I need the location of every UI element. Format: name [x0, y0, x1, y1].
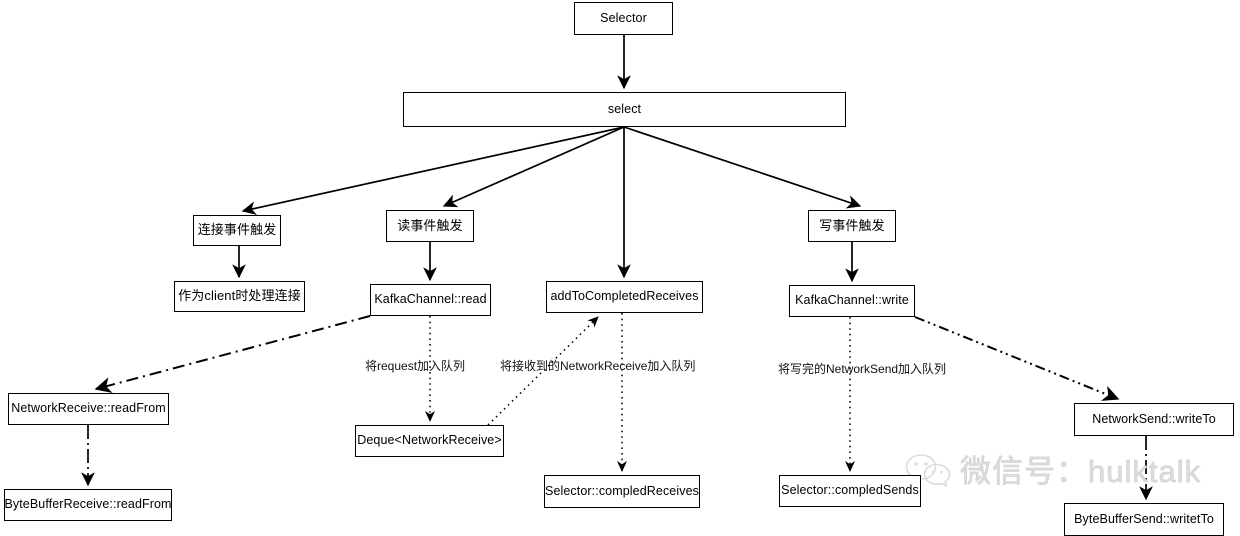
node-nr_readfrom[interactable]: NetworkReceive::readFrom	[8, 393, 169, 425]
edge-kc-read-to-nr-readfrom	[94, 315, 371, 393]
node-write_event[interactable]: 写事件触发	[808, 210, 896, 242]
node-add_completed[interactable]: addToCompletedReceives	[546, 281, 703, 313]
node-conn_event[interactable]: 连接事件触发	[193, 215, 281, 246]
node-deque_nr[interactable]: Deque<NetworkReceive>	[355, 425, 504, 457]
edge-select-to-read-event	[442, 126, 625, 208]
node-bbs_writeto[interactable]: ByteBufferSend::writetTo	[1064, 503, 1224, 536]
node-sel_compled_rcv[interactable]: Selector::compledReceives	[544, 475, 700, 508]
node-bbr_readfrom[interactable]: ByteBufferReceive::readFrom	[4, 489, 172, 521]
edge-label-lbl_written: 将写完的NetworkSend加入队列	[778, 362, 947, 376]
watermark-text: 微信号：hulktalk	[960, 453, 1202, 489]
node-selector[interactable]: Selector	[574, 2, 673, 35]
node-kc_read[interactable]: KafkaChannel::read	[370, 284, 491, 316]
edge-kc-write-to-ns-writeto	[914, 316, 1120, 401]
node-read_event[interactable]: 读事件触发	[386, 210, 474, 242]
edge-label-lbl_request: 将request加入队列	[365, 359, 466, 373]
node-select[interactable]: select	[403, 92, 846, 127]
node-sel_compled_snd[interactable]: Selector::compledSends	[779, 475, 921, 507]
node-client_conn[interactable]: 作为client时处理连接	[174, 281, 305, 312]
edge-select-to-write-event	[623, 126, 862, 209]
node-kc_write[interactable]: KafkaChannel::write	[789, 285, 915, 317]
watermark: 微信号：hulktalk	[905, 452, 1201, 490]
edge-label-lbl_received: 将接收到的NetworkReceive加入队列	[500, 359, 696, 373]
edge-select-to-conn-event	[241, 126, 625, 215]
node-ns_writeto[interactable]: NetworkSend::writeTo	[1074, 403, 1234, 436]
